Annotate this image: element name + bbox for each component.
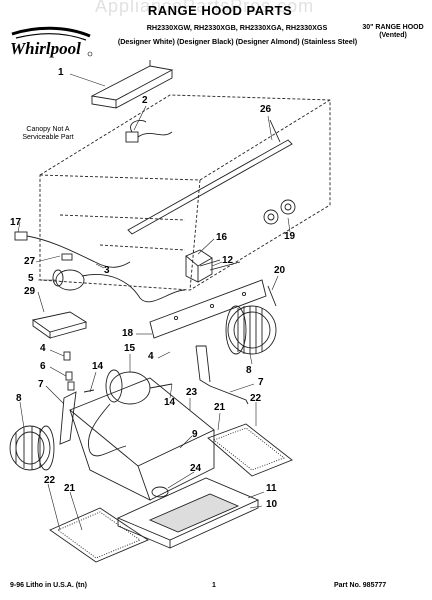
callout-22-left: 22: [44, 475, 56, 486]
watermark: AppliancePartsPros.com: [95, 0, 315, 16]
callout-9: 9: [192, 429, 198, 440]
part-26-strip: [127, 119, 293, 235]
part-1-cover: [90, 60, 174, 109]
whirlpool-logo: Whirlpool: [10, 26, 93, 58]
product-type-line2: (Vented): [379, 32, 407, 40]
callout-8-left: 8: [16, 393, 22, 404]
callout-10: 10: [266, 499, 278, 510]
callout-18: 18: [122, 328, 134, 339]
part-8-blower-right: [225, 305, 277, 355]
callout-21-right: 21: [214, 402, 226, 413]
callout-15: 15: [124, 343, 136, 354]
part-22-filter-right: [207, 423, 293, 477]
callout-19: 19: [284, 231, 296, 242]
callout-16: 16: [216, 232, 228, 243]
part-22-filter-left: [49, 507, 149, 563]
part-5-socket: [31, 269, 186, 339]
page-number: 1: [212, 582, 216, 589]
callout-6: 6: [40, 361, 46, 372]
page-title: RANGE HOOD PARTS: [147, 3, 293, 18]
callout-8-right: 8: [246, 365, 252, 376]
callout-20: 20: [274, 265, 286, 276]
callout-26: 26: [260, 104, 272, 115]
part-17-wire: [14, 231, 131, 268]
part-number: Part No. 985777: [334, 582, 387, 589]
callout-14-right: 14: [164, 397, 176, 408]
callout-2: 2: [142, 95, 148, 106]
callout-1: 1: [58, 67, 64, 78]
callout-7-right: 7: [258, 377, 264, 388]
callout-22-right: 22: [250, 393, 262, 404]
callout-23: 23: [186, 387, 198, 398]
screws-left: [63, 351, 75, 391]
callout-29: 29: [24, 286, 36, 297]
part-8-blower-left: [9, 425, 55, 471]
part-24-bulb: [151, 486, 169, 498]
callout-12: 12: [222, 255, 234, 266]
callout-4-right: 4: [148, 351, 154, 362]
callout-4-left: 4: [40, 343, 46, 354]
color-variants: (Designer White) (Designer Black) (Desig…: [117, 37, 358, 46]
callout-7-left: 7: [38, 379, 44, 390]
callout-3: 3: [104, 265, 110, 276]
product-type: 30" RANGE HOOD (Vented): [355, 24, 431, 40]
part-2-connector: [125, 120, 173, 143]
canopy-note: Canopy Not A Serviceable Part: [22, 126, 74, 142]
product-type-line1: 30" RANGE HOOD: [362, 24, 424, 31]
callout-21-left: 21: [64, 483, 76, 494]
callout-27: 27: [24, 256, 36, 267]
part-16-switch: [185, 249, 241, 283]
svg-text:Whirlpool: Whirlpool: [10, 39, 81, 58]
callout-17: 17: [10, 217, 22, 228]
callout-24: 24: [190, 463, 202, 474]
part-11-tray: [116, 477, 260, 549]
model-numbers: RH2330XGW, RH2330XGB, RH2330XGA, RH2330X…: [146, 23, 328, 32]
canopy-outline: [39, 94, 331, 291]
part-7-bracket-right: [195, 345, 249, 405]
litho-info: 9-96 Litho in U.S.A. (tn): [10, 582, 87, 589]
callout-5: 5: [28, 273, 34, 284]
callout-11: 11: [266, 483, 277, 494]
part-18-plate: [149, 279, 267, 339]
part-19-knobs: [263, 199, 296, 225]
callout-14-left: 14: [92, 361, 104, 372]
part-7-bracket-left: [59, 391, 77, 445]
part-15-motor: [83, 369, 173, 457]
